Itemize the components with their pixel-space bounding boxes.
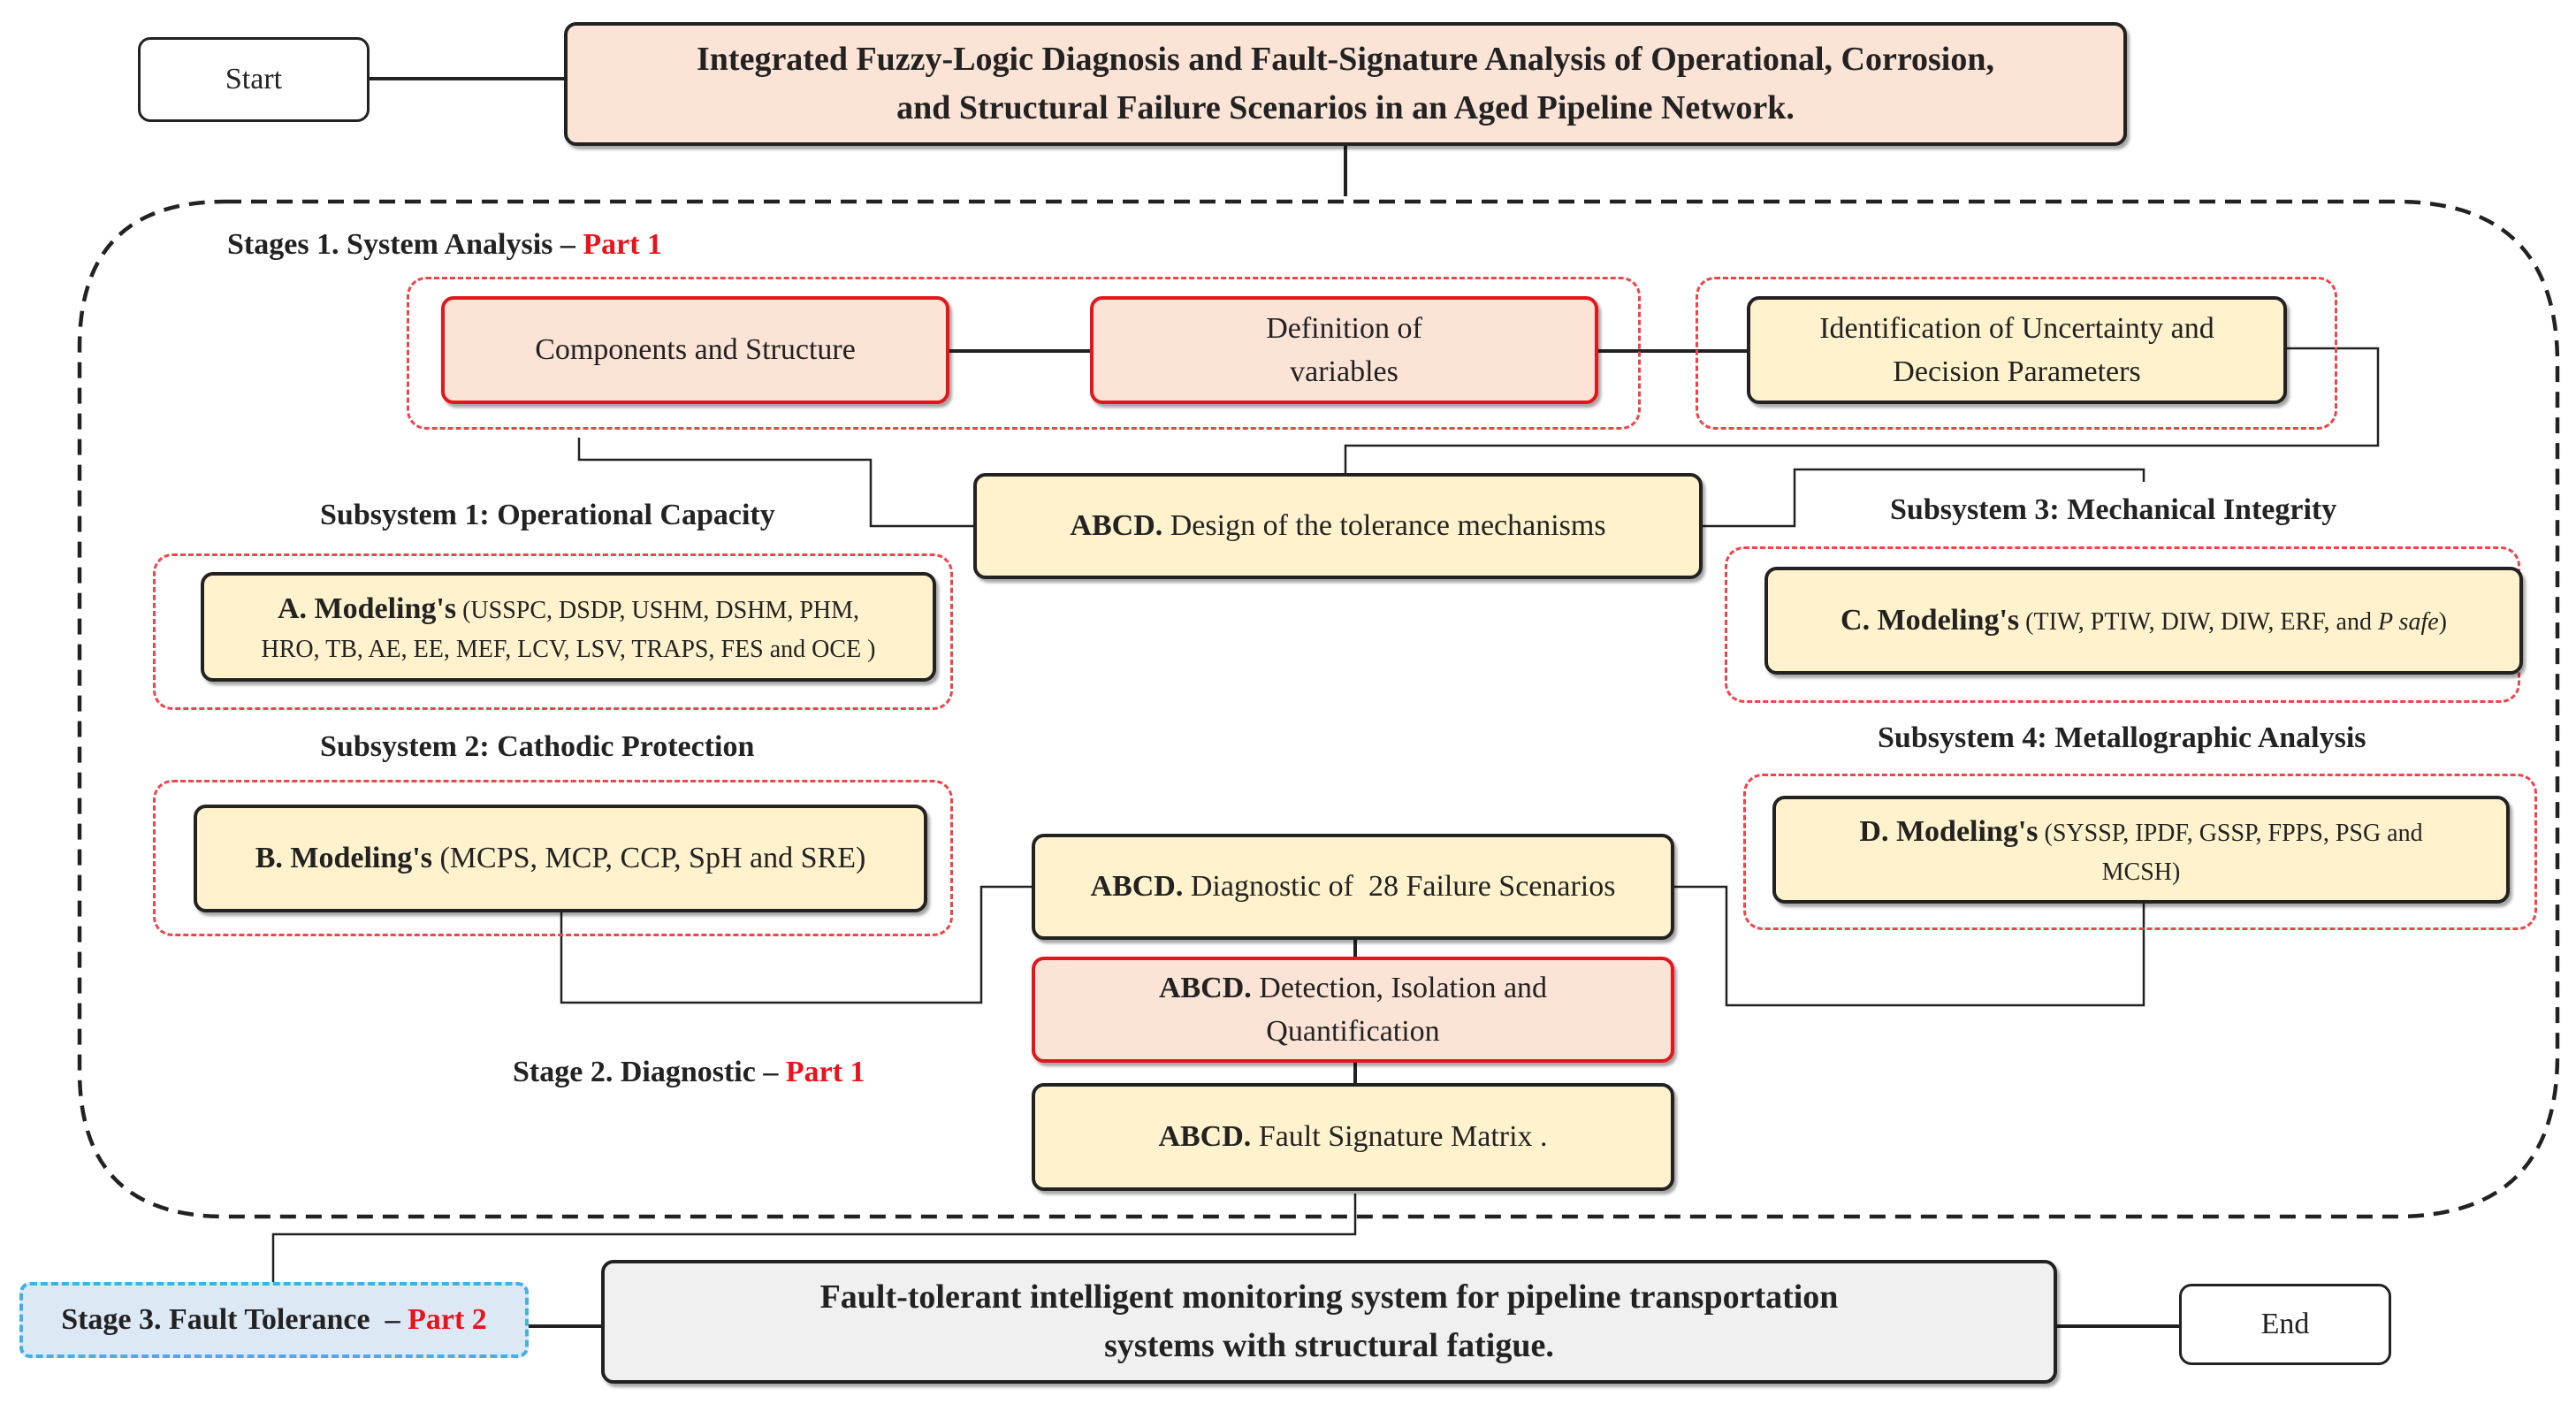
modeling-a-bold: A. Modeling's [277,591,457,625]
modeling-c-close: ) [2438,608,2447,637]
fault-signature-matrix-box: ABCD. Fault Signature Matrix . [1032,1083,1674,1191]
start-node: Start [138,37,370,122]
final-line2: systems with structural fatigue. [1104,1327,1554,1364]
connector-uncertainty-design [1344,347,2380,473]
components-structure-box: Components and Structure [441,296,949,404]
detection-isolation-box: ABCD. Detection, Isolation and Quantific… [1032,957,1674,1063]
stage3-part: Part 2 [408,1303,487,1337]
final-line1: Fault-tolerant intelligent monitoring sy… [819,1278,1839,1316]
definition-line1: Definition of [1266,311,1422,345]
start-label: Start [225,63,283,96]
modeling-c-bold: C. Modeling's [1841,604,2020,637]
modeling-a-line2: HRO, TB, AE, EE, MEF, LCV, LSV, TRAPS, F… [261,635,876,663]
stage1-label: Stages 1. System Analysis – Part 1 [227,228,662,262]
connector-matrix-stage3 [271,1194,1357,1282]
modeling-c-text: (TIW, PTIW, DIW, DIW, ERF, and [2025,608,2372,637]
modeling-d-bold: D. Modeling's [1859,814,2039,848]
modeling-a-box: A. Modeling's (USSPC, DSDP, USHM, DSHM, … [201,572,936,682]
dashed-outer-boundary [77,199,2560,1219]
modeling-d-box: D. Modeling's (SYSSP, IPDF, GSSP, FPPS, … [1772,796,2510,904]
stage1-label-text: Stages 1. System Analysis – [227,228,575,261]
detection-line1: Detection, Isolation and [1259,971,1548,1004]
design-text: Design of the tolerance mechanisms [1170,509,1606,543]
stage3-fault-tolerance-box: Stage 3. Fault Tolerance – Part 2 [19,1282,529,1358]
end-node: End [2179,1284,2391,1365]
modeling-b-bold: B. Modeling's [255,842,432,875]
title-line1: Integrated Fuzzy-Logic Diagnosis and Fau… [697,40,1994,78]
design-tolerance-box: ABCD. Design of the tolerance mechanisms [973,473,1703,579]
definition-variables-box: Definition of variables [1090,296,1598,404]
connector-design-subsystem1 [577,438,973,528]
detection-bold: ABCD. [1158,971,1252,1004]
uncertainty-parameters-box: Identification of Uncertainty and Decisi… [1747,296,2287,404]
detection-line2: Quantification [1266,1015,1440,1048]
group-stage1-left [407,277,1641,430]
modeling-b-text: (MCPS, MCP, CCP, SpH and SRE) [439,842,866,875]
final-system-box: Fault-tolerant intelligent monitoring sy… [601,1260,2057,1384]
design-bold: ABCD. [1070,509,1163,543]
diagnostic-scenarios-box: ABCD. Diagnostic of 28 Failure Scenarios [1032,834,1674,940]
matrix-text: Fault Signature Matrix . [1258,1120,1548,1154]
stage2-label-text: Stage 2. Diagnostic – [513,1056,779,1088]
connector-modelingD-diagnostic [1674,885,2145,1007]
components-structure-label: Components and Structure [535,333,856,367]
modeling-d-line1: (SYSSP, IPDF, GSSP, FPPS, PSG and [2044,819,2423,847]
diagnostic-bold: ABCD. [1090,870,1184,904]
stage3-label-text: Stage 3. Fault Tolerance – [61,1303,400,1337]
stage1-part: Part 1 [583,228,663,261]
definition-line2: variables [1290,355,1399,388]
uncertainty-line1: Identification of Uncertainty and [1819,311,2214,345]
stage2-label: Stage 2. Diagnostic – Part 1 [513,1056,865,1089]
diagnostic-text: Diagnostic of 28 Failure Scenarios [1190,870,1616,904]
subsystem1-label: Subsystem 1: Operational Capacity [320,499,775,531]
modeling-b-box: B. Modeling's (MCPS, MCP, CCP, SpH and S… [194,805,927,912]
matrix-bold: ABCD. [1158,1120,1252,1154]
group-subsystem4 [1743,774,2537,930]
title-box: Integrated Fuzzy-Logic Diagnosis and Fau… [564,22,2127,146]
modeling-a-line1: (USSPC, DSDP, USHM, DSHM, PHM, [462,596,860,624]
stage2-part: Part 1 [785,1056,865,1088]
subsystem4-label: Subsystem 4: Metallographic Analysis [1878,721,2366,754]
subsystem2-label: Subsystem 2: Cathodic Protection [320,730,755,763]
modeling-c-italic: P safe [2377,608,2439,637]
connector-design-subsystem3 [1703,468,2145,528]
group-stage1-right [1696,277,2337,430]
modeling-d-line2: MCSH) [2101,858,2181,886]
title-line2: and Structural Failure Scenarios in an A… [896,89,1795,126]
subsystem3-label: Subsystem 3: Mechanical Integrity [1890,493,2337,526]
modeling-c-box: C. Modeling's (TIW, PTIW, DIW, DIW, ERF,… [1764,567,2523,675]
end-label: End [2260,1308,2310,1341]
connector-modelingB-diagnostic [560,885,1032,1004]
uncertainty-line2: Decision Parameters [1893,355,2141,388]
group-subsystem2 [153,780,953,936]
group-subsystem1 [153,553,953,710]
